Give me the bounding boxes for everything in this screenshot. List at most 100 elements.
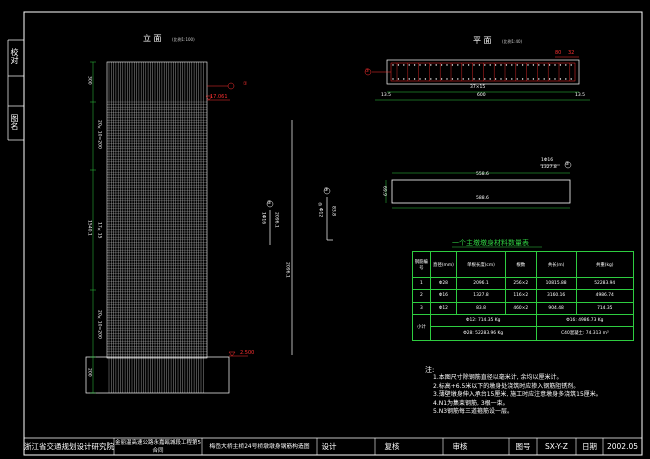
notes-title: 注: [425,366,435,374]
plan-rebar-dot [554,78,556,80]
table-cell: Φ12 [429,301,458,315]
elevation-view [85,61,333,394]
table-cell: 460×2 [504,301,537,315]
elevation-dim-5: 20×10=200 [96,310,102,339]
table-row: 2 Φ16 1327.8 116×2 3160.16 4986.74 [412,289,634,303]
plan-rebar-dot [392,64,394,66]
table-cell: Φ16 [429,289,458,303]
elevation-dim-1: 300 [86,76,92,85]
table-cell: 2096.1 [456,277,506,291]
table-cell: 83.8 [456,301,506,315]
table-header-cell: 根数 [504,250,537,279]
plan-rebar-dot [565,64,567,66]
plan-rebar-dot [419,78,421,80]
plan-rebar-dot [473,78,475,80]
plan-rebar-dot [424,78,427,80]
plan-rebar-dot [559,78,562,80]
bar3-circle [323,187,331,195]
plan-rebar-dot [397,78,400,80]
plan-dim-left: 13.5 [381,93,392,98]
tb-review: 复核 [384,441,400,451]
tb-fig-no-label: 图号 [515,441,531,451]
elevation-scale: (比例1:100) [172,37,195,42]
plan-rebar-dots [392,64,572,80]
plan-rebar-dot [440,78,443,80]
table-header-cell: 共长(m) [535,250,577,279]
elevation-outline [106,61,208,359]
elevation-elev-top: 17.061 [210,94,228,100]
elevation-dim-3: 1540.1 [86,220,92,236]
plan-rebar-dot [505,78,508,80]
table-cell: Φ28 [429,277,458,291]
elevation-vertical-bars [108,62,204,393]
plan-rebar-dot [467,64,470,66]
tb-design: 设计 [321,441,337,451]
plan-rebar-dot [489,78,491,80]
plan-rebar-dot [440,64,443,66]
plan-dim-inner: 558.6 [476,172,489,177]
plan-scale: (比例1:40) [502,39,523,44]
plan-rebar-dot [392,78,394,80]
elevation-elev-bottom: 2.500 [240,350,255,356]
table-subtotal-cell: C40混凝土: 74.313 m³ [535,325,635,342]
elevation-dim-4: 17×15 [96,222,102,239]
note-item: 1.本图尺寸除钢筋直径以毫米计, 余均以厘米计。 [433,374,563,382]
table-header-cell: 钢筋编号 [412,250,431,279]
elevation-dim-2: 20×10=200 [96,120,102,149]
plan-rebar-dot [397,64,400,66]
plan-rebar-dot [457,78,459,80]
tb-institute: 浙江省交通规划设计研究院 [24,441,114,451]
plan-rebar-dot [511,64,513,66]
plan-rebar-dot [538,64,540,66]
plan-mark-1 [364,68,372,76]
plan-rebar-dot [505,64,508,66]
bar2-mark: ② [267,200,272,206]
plan-rebar-dot [413,64,416,66]
table-cell: 2 [412,289,431,303]
plan-rebar-dot [408,64,410,66]
plan-rebar-dot [435,78,437,80]
table-subtotal-cell: Φ16: 4986.73 Kg [535,313,635,327]
plan-title: 平 面 [473,36,492,45]
plan-rebar-dot [435,64,437,66]
plan-tie-bars [396,63,570,81]
plan-rebar-dot [511,78,513,80]
plan-rebar-dot [446,64,448,66]
plan-dim-right: 13.5 [575,93,586,98]
plan-rebar-dot [478,78,481,80]
tb-date: 2002.05 [606,441,638,451]
table-cell: 1 [412,277,431,291]
plan-rebar-dot [516,64,518,66]
sheet-border [23,11,643,456]
table-cell: 116×2 [504,289,537,303]
plan-rebar-dot [478,64,481,66]
plan-bar2-length: 1327.8 [541,165,557,170]
plan-rebar-dot [403,78,405,80]
table-cell: 10815.88 [535,277,577,291]
bar3-length: 83.8 [330,206,336,217]
plan-rebar-dot [543,78,545,80]
plan-dim-top-2: 32 [568,50,575,56]
table-cell: 52283.94 [575,277,634,291]
elevation-stirrups [107,101,207,355]
plan-rebar-dot [494,78,497,80]
plan-outline-outer [386,59,580,85]
plan-rebar-dot [489,64,491,66]
plan-dim-outer: 588.6 [476,196,489,201]
plan-rebar-dot [467,78,470,80]
elev-bottom-arrow [228,351,236,357]
plan-mark-2 [564,161,572,169]
plan-rebar-dot [408,78,410,80]
tb-fig-no: SX-Y-Z [545,441,568,451]
plan-rebar-dot [565,78,567,80]
plan-rebar-dot [554,64,556,66]
plan-rebar-dot [484,64,486,66]
total-height: 2096.1 [284,262,290,278]
plan-rebar-dot [484,78,486,80]
plan-rebar-dot [446,78,448,80]
material-table: 钢筋编号 直径(mm) 单根长度(cm) 根数 共长(m) 共重(kg) 1 Φ… [412,250,635,342]
plan-rebar-dot [500,64,502,66]
sidebar-figure-label: 图名 [10,114,19,130]
notes-block: 注: 1.本图尺寸除钢筋直径以毫米计, 余均以厘米计。 2.标高+6.5米以下的… [425,366,602,416]
